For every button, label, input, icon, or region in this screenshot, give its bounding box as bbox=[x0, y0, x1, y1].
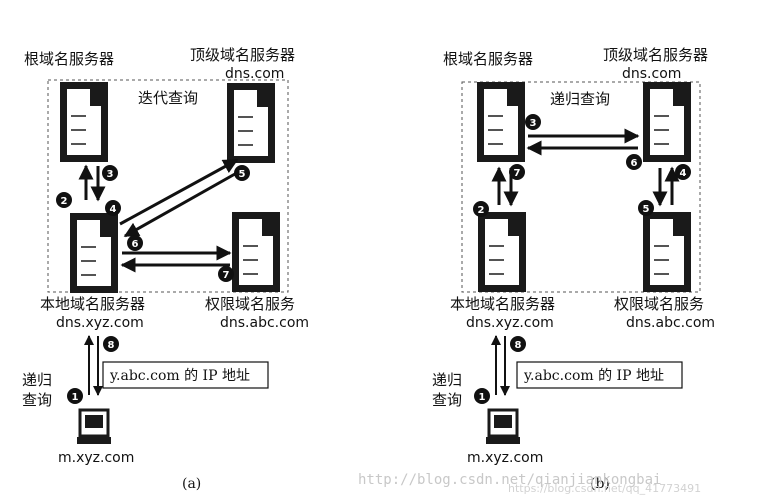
host-computer-icon bbox=[484, 408, 522, 446]
panel-a: 根域名服务器 顶级域名服务器 dns.com 迭代查询 2 3 4 5 6 7 … bbox=[22, 46, 309, 492]
root-server-label: 根域名服务器 bbox=[443, 50, 533, 68]
tld-server-label: 顶级域名服务器 bbox=[603, 46, 708, 64]
dns-boundary-box bbox=[461, 81, 701, 293]
auth-server-icon bbox=[231, 211, 281, 293]
mode-label: 递归查询 bbox=[550, 90, 610, 108]
reply-arrow bbox=[123, 168, 243, 238]
root-server-icon bbox=[476, 81, 526, 163]
host-domain: m.xyz.com bbox=[58, 450, 134, 466]
mode-label: 迭代查询 bbox=[138, 89, 198, 107]
svg-text:3: 3 bbox=[107, 169, 114, 180]
step-badge: 7 bbox=[509, 164, 525, 180]
svg-text:2: 2 bbox=[61, 196, 68, 207]
answer-box bbox=[516, 361, 683, 389]
svg-text:7: 7 bbox=[514, 168, 521, 179]
root-server-icon bbox=[59, 81, 109, 163]
dns-boundary-box bbox=[47, 79, 289, 293]
step-badge: 1 bbox=[474, 388, 490, 404]
step-badge: 2 bbox=[56, 192, 72, 208]
watermark-url: http://blog.csdn.net/qianjiankongbai bbox=[358, 472, 661, 488]
step-badge: 5 bbox=[234, 165, 250, 181]
tld-domain: dns.com bbox=[225, 66, 284, 82]
local-server-icon bbox=[69, 212, 119, 294]
local-domain: dns.xyz.com bbox=[56, 315, 144, 331]
svg-text:2: 2 bbox=[478, 205, 485, 216]
local-server-label: 本地域名服务器 bbox=[40, 295, 145, 313]
auth-domain: dns.abc.com bbox=[626, 315, 715, 331]
answer-text: y.abc.com 的 IP 地址 bbox=[109, 368, 250, 384]
tld-server-label: 顶级域名服务器 bbox=[190, 46, 295, 64]
step-badge: 6 bbox=[127, 235, 143, 251]
svg-text:4: 4 bbox=[680, 168, 687, 179]
svg-text:3: 3 bbox=[530, 118, 537, 129]
svg-text:5: 5 bbox=[643, 204, 650, 215]
svg-text:7: 7 bbox=[223, 270, 230, 281]
answer-text: y.abc.com 的 IP 地址 bbox=[523, 368, 664, 384]
step-badge: 2 bbox=[473, 201, 489, 217]
tld-server-icon bbox=[642, 81, 692, 163]
svg-text:6: 6 bbox=[132, 239, 139, 250]
host-domain: m.xyz.com bbox=[467, 450, 543, 466]
step-badge: 8 bbox=[510, 336, 526, 352]
query-arrow bbox=[119, 158, 239, 226]
step-badge: 5 bbox=[638, 200, 654, 216]
local-server-label: 本地域名服务器 bbox=[450, 295, 555, 313]
step-badge: 6 bbox=[626, 154, 642, 170]
step-badge: 3 bbox=[102, 165, 118, 181]
auth-server-icon bbox=[642, 211, 692, 293]
step-badge: 4 bbox=[105, 200, 121, 216]
step-badge: 7 bbox=[218, 266, 234, 282]
recursive-label: 递归 bbox=[432, 371, 462, 389]
host-computer-icon bbox=[75, 408, 113, 446]
panel-b: 根域名服务器 顶级域名服务器 dns.com 递归查询 2 3 4 5 6 7 … bbox=[432, 46, 715, 492]
svg-text:6: 6 bbox=[631, 158, 638, 169]
step-badge: 4 bbox=[675, 164, 691, 180]
tld-server-icon bbox=[226, 82, 276, 164]
auth-server-label: 权限域名服务 bbox=[614, 295, 704, 313]
step-badge: 1 bbox=[67, 388, 83, 404]
panel-caption: (a) bbox=[182, 476, 201, 492]
root-server-label: 根域名服务器 bbox=[24, 50, 114, 68]
watermark-handle: https://blog.csdn.net/qq_41773491 bbox=[508, 482, 701, 495]
svg-text:1: 1 bbox=[479, 392, 486, 403]
recursive-label: 查询 bbox=[22, 391, 52, 409]
svg-text:5: 5 bbox=[239, 169, 246, 180]
svg-text:4: 4 bbox=[110, 204, 117, 215]
local-server-icon bbox=[477, 211, 527, 293]
local-domain: dns.xyz.com bbox=[466, 315, 554, 331]
answer-box bbox=[102, 361, 269, 389]
tld-domain: dns.com bbox=[622, 66, 681, 82]
step-badge: 3 bbox=[525, 114, 541, 130]
auth-server-label: 权限域名服务 bbox=[205, 295, 295, 313]
svg-text:8: 8 bbox=[515, 340, 522, 351]
svg-text:8: 8 bbox=[108, 340, 115, 351]
svg-text:1: 1 bbox=[72, 392, 79, 403]
recursive-label: 查询 bbox=[432, 391, 462, 409]
panel-caption: (b) bbox=[590, 476, 610, 492]
auth-domain: dns.abc.com bbox=[220, 315, 309, 331]
step-badge: 8 bbox=[103, 336, 119, 352]
recursive-label: 递归 bbox=[22, 371, 52, 389]
